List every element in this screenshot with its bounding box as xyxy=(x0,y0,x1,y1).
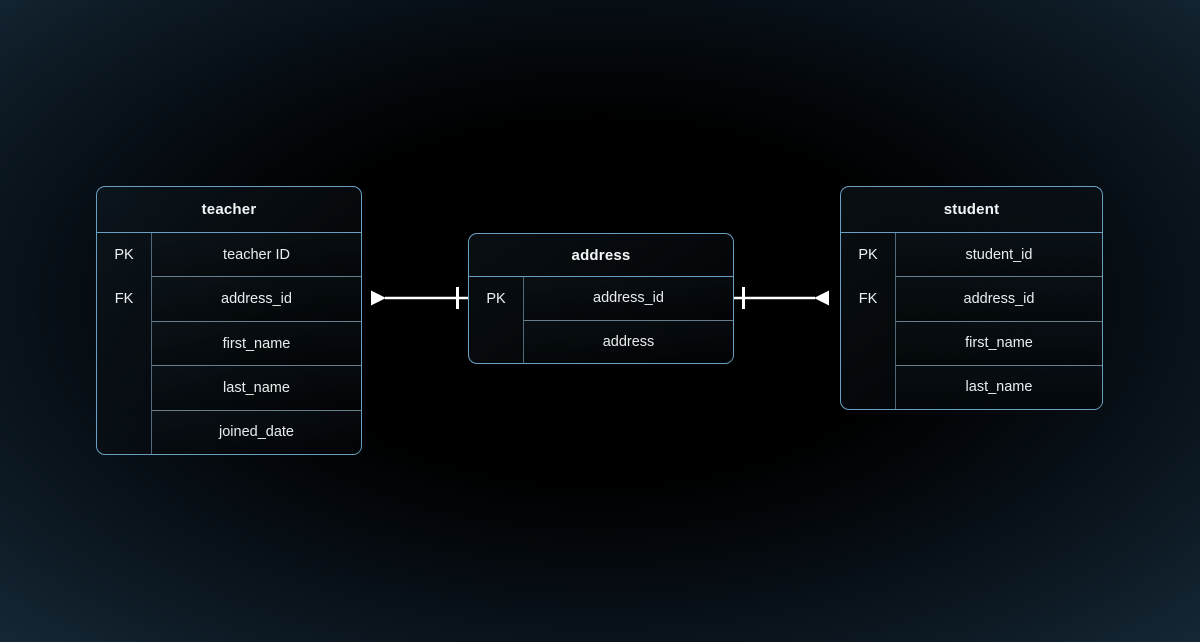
field-cell: address_id xyxy=(152,276,361,321)
key-label xyxy=(97,321,151,365)
key-label: PK xyxy=(486,290,506,307)
key-label xyxy=(469,320,523,363)
key-label: PK xyxy=(114,247,134,264)
arrow-left-icon xyxy=(814,290,829,306)
key-label: FK xyxy=(114,291,134,308)
field-cell: student_id xyxy=(896,233,1102,277)
key-label xyxy=(841,365,895,409)
connector-teacher-address xyxy=(371,287,468,309)
table-title: student xyxy=(841,187,1102,233)
key-column: PK FK xyxy=(841,233,896,409)
table-title: teacher xyxy=(97,187,361,233)
field-cell: last_name xyxy=(896,364,1102,409)
connector-student-address xyxy=(733,287,829,309)
field-cell: address xyxy=(524,319,733,363)
key-column: PK xyxy=(469,277,524,363)
field-cell: last_name xyxy=(152,365,361,410)
key-label xyxy=(97,410,151,454)
field-cell: first_name xyxy=(152,320,361,366)
field-cell: address_id xyxy=(524,277,733,320)
field-cell: joined_date xyxy=(152,409,361,455)
table-title: address xyxy=(469,234,733,277)
key-label: PK xyxy=(858,247,878,263)
key-label: FK xyxy=(858,291,878,307)
key-label xyxy=(97,366,151,410)
arrow-right-icon xyxy=(371,290,386,306)
field-cell: teacher ID xyxy=(152,233,361,277)
field-cell: first_name xyxy=(896,320,1102,365)
key-label xyxy=(841,321,895,365)
key-column: PK FK xyxy=(97,233,152,454)
field-cell: address_id xyxy=(896,276,1102,321)
